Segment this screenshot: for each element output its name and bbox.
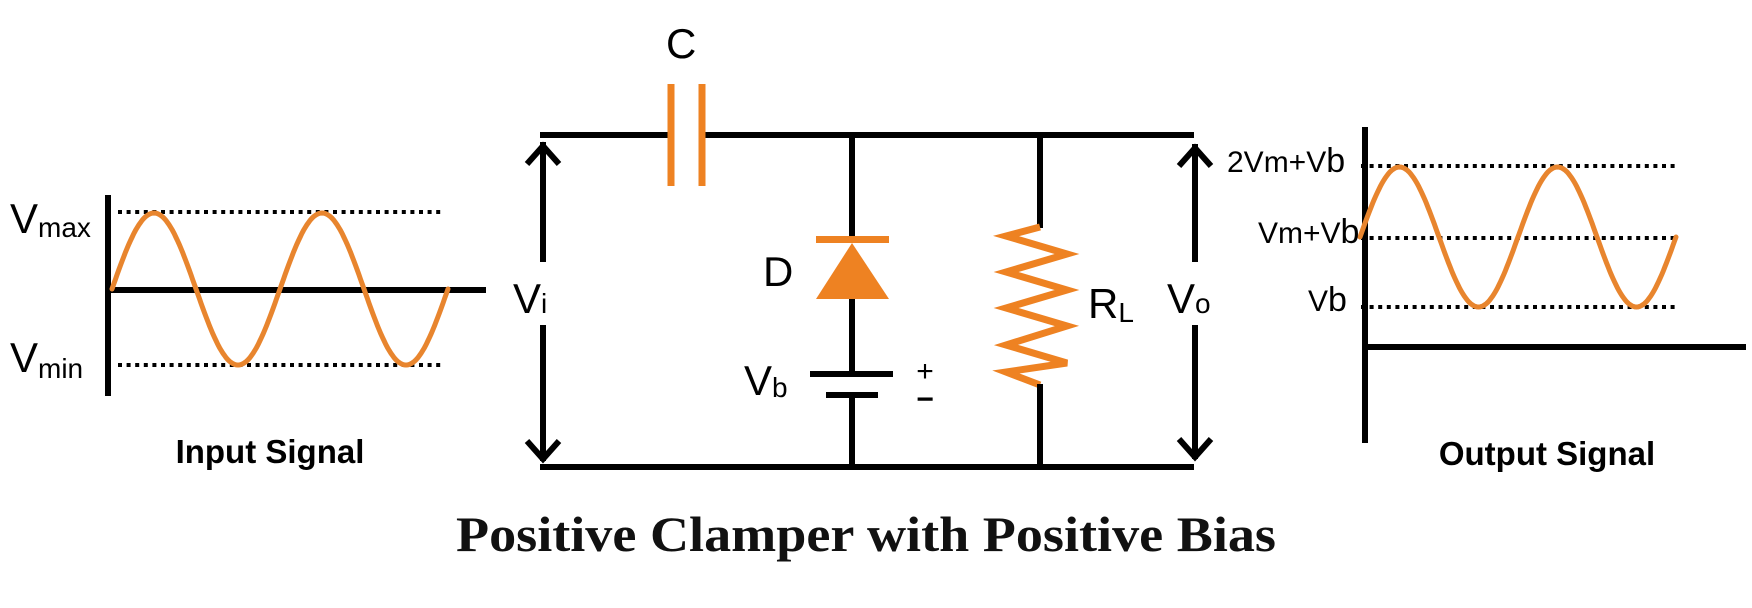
input-signal-plot: Vmax Vmin Input Signal bbox=[10, 195, 486, 470]
capacitor-label: C bbox=[666, 20, 696, 67]
diode-cathode-bar bbox=[816, 236, 889, 243]
input-voltage-label: Vi bbox=[513, 275, 547, 322]
input-sine-wave bbox=[109, 210, 451, 368]
circuit: C D Vb + − RL bbox=[513, 20, 1214, 470]
vo-arrow-down-head bbox=[1176, 437, 1214, 462]
output-voltage-label: Vo bbox=[1167, 275, 1211, 322]
battery-minus-sign: − bbox=[916, 383, 934, 416]
battery-label: Vb bbox=[744, 357, 788, 404]
input-vmin-label: Vmin bbox=[10, 334, 83, 384]
vi-arrow-up-head bbox=[524, 141, 562, 166]
input-vmax-label: Vmax bbox=[10, 195, 91, 243]
output-sine-wave bbox=[1357, 164, 1679, 310]
resistor-zigzag bbox=[992, 223, 1080, 389]
diode-branch: D Vb + − bbox=[744, 135, 934, 467]
battery-plus-sign: + bbox=[916, 355, 934, 388]
output-low-label: Vb bbox=[1308, 281, 1347, 319]
capacitor: C bbox=[666, 20, 706, 186]
diagram-title: Positive Clamper with Positive Bias bbox=[456, 506, 1276, 562]
output-signal-plot: 2Vm+Vb Vm+Vb Vb Output Signal bbox=[1227, 127, 1746, 472]
output-top-label: 2Vm+Vb bbox=[1227, 142, 1345, 180]
diode-triangle bbox=[816, 243, 889, 299]
battery: Vb + − bbox=[744, 355, 934, 467]
resistor-branch: RL bbox=[992, 135, 1134, 467]
input-signal-caption: Input Signal bbox=[176, 433, 365, 470]
output-signal-caption: Output Signal bbox=[1439, 435, 1655, 472]
vi-arrow-down-head bbox=[524, 439, 562, 464]
input-voltage-arrow: Vi bbox=[513, 141, 562, 464]
resistor-label: RL bbox=[1088, 280, 1134, 328]
output-mid-label: Vm+Vb bbox=[1258, 213, 1359, 251]
diode-label: D bbox=[763, 248, 793, 295]
output-voltage-arrow: Vo bbox=[1167, 143, 1214, 462]
vo-arrow-up-head bbox=[1176, 143, 1214, 168]
